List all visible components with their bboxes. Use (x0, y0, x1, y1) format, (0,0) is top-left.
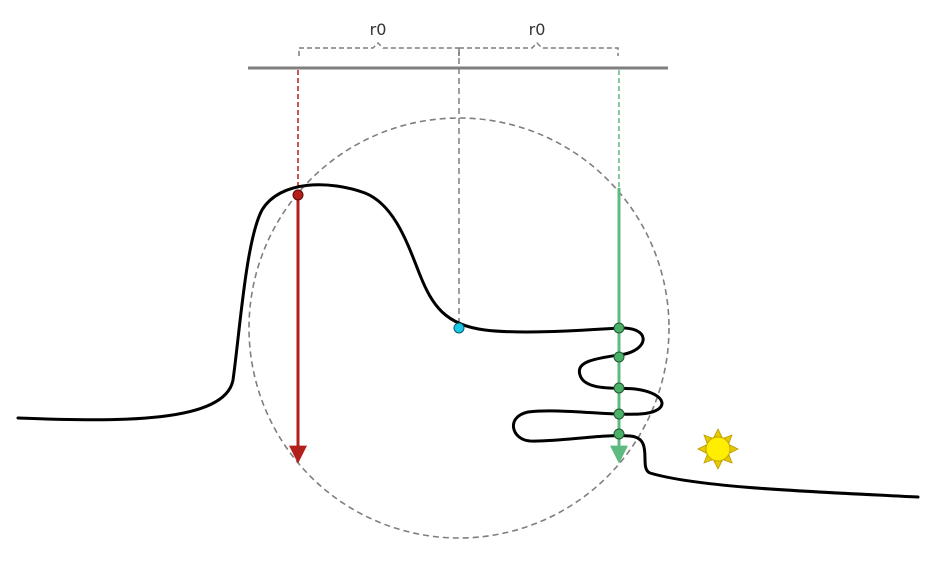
green-intersection-point (613, 322, 625, 334)
radius-circle (248, 117, 670, 539)
green-intersection-point (613, 428, 625, 440)
profile-curve (16, 183, 920, 499)
center-point (453, 322, 465, 334)
sun-icon (697, 428, 739, 470)
green-intersection-point (613, 351, 625, 363)
green-intersection-point (613, 408, 625, 420)
red-intersection-point (292, 189, 304, 201)
green-intersection-point (613, 382, 625, 394)
right-radius-label: r0 (529, 20, 546, 39)
left-radius-brace (298, 41, 460, 56)
right-radius-brace (458, 41, 619, 56)
left-radius-label: r0 (370, 20, 387, 39)
